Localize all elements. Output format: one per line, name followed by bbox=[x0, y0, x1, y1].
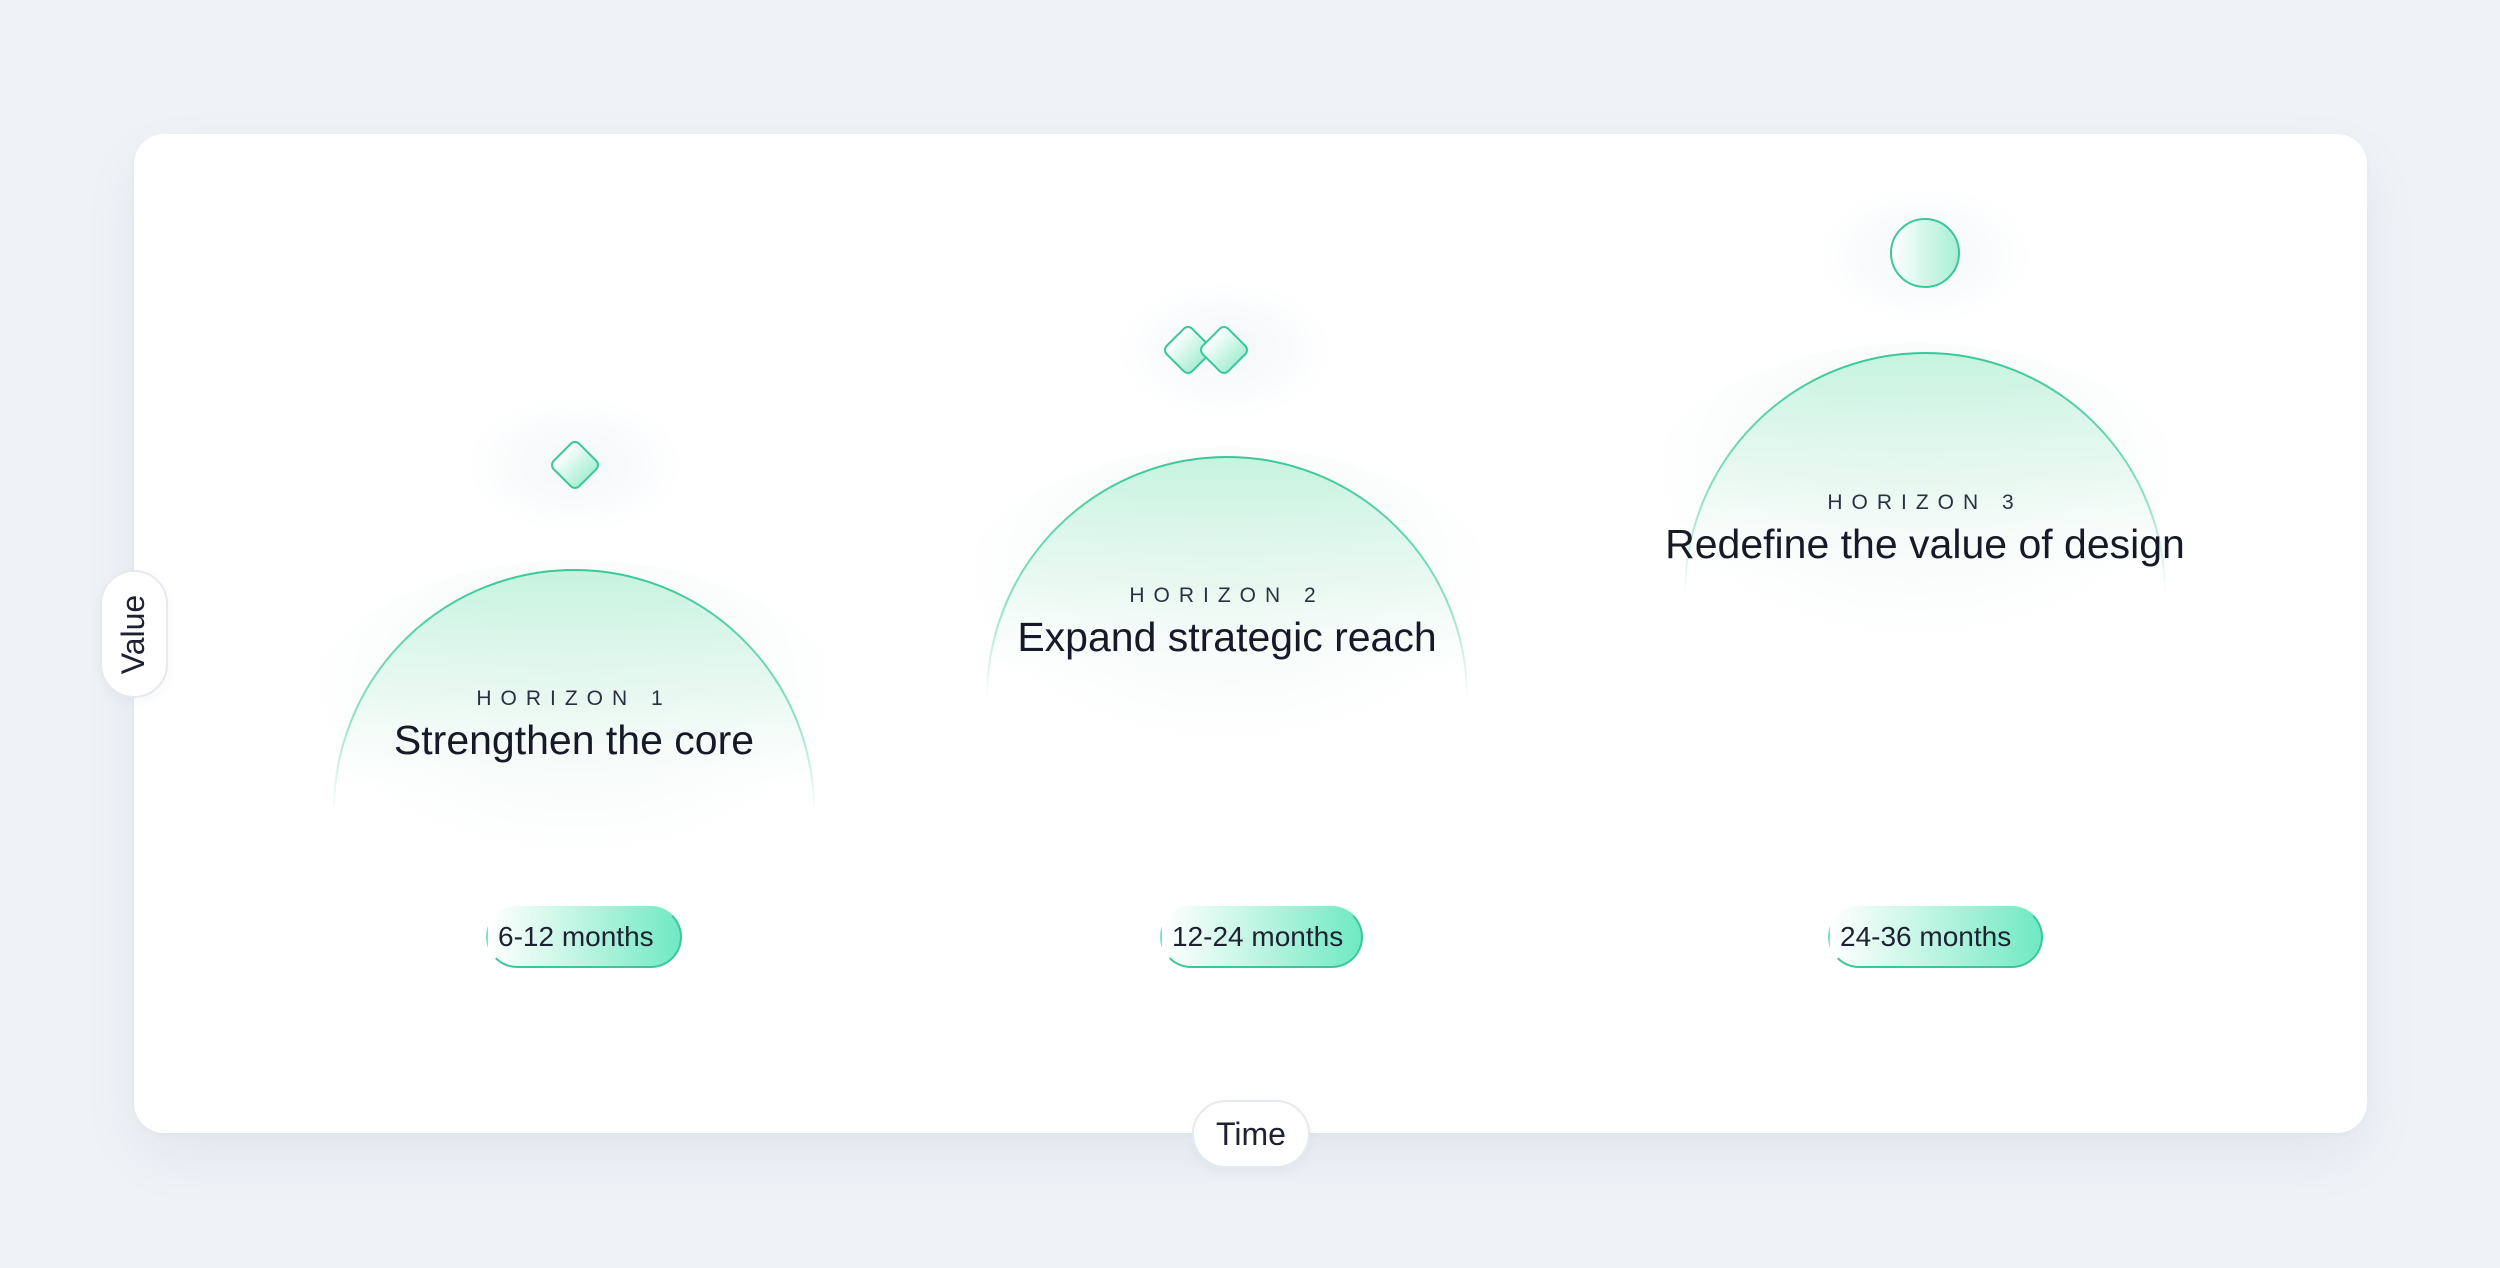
y-axis-label: Value bbox=[100, 570, 168, 698]
horizon-2-title: Expand strategic reach bbox=[1017, 614, 1437, 660]
horizon-2-eyebrow: HORIZON 2 bbox=[1129, 584, 1325, 607]
y-axis-label-text: Value bbox=[115, 594, 152, 674]
x-axis-label: Time bbox=[1192, 1100, 1310, 1168]
horizon-1-dome bbox=[333, 569, 815, 811]
x-axis-label-text: Time bbox=[1216, 1115, 1286, 1152]
horizon-2-dome bbox=[986, 456, 1468, 698]
diamond-icon bbox=[551, 441, 599, 489]
horizon-3-eyebrow: HORIZON 3 bbox=[1827, 491, 2023, 514]
horizon-1-title: Strengthen the core bbox=[393, 717, 755, 763]
circle-icon bbox=[1890, 218, 1960, 288]
double-diamond-icon bbox=[1164, 326, 1248, 374]
horizon-3-dome bbox=[1684, 352, 2166, 594]
horizon-3-duration: 24-36 months bbox=[1828, 906, 2043, 968]
horizon-1-duration: 6-12 months bbox=[486, 906, 682, 968]
horizon-3-title: Redefine the value of design bbox=[1665, 521, 2185, 567]
horizon-1-eyebrow: HORIZON 1 bbox=[476, 687, 672, 710]
horizon-2-duration: 12-24 months bbox=[1160, 906, 1363, 968]
